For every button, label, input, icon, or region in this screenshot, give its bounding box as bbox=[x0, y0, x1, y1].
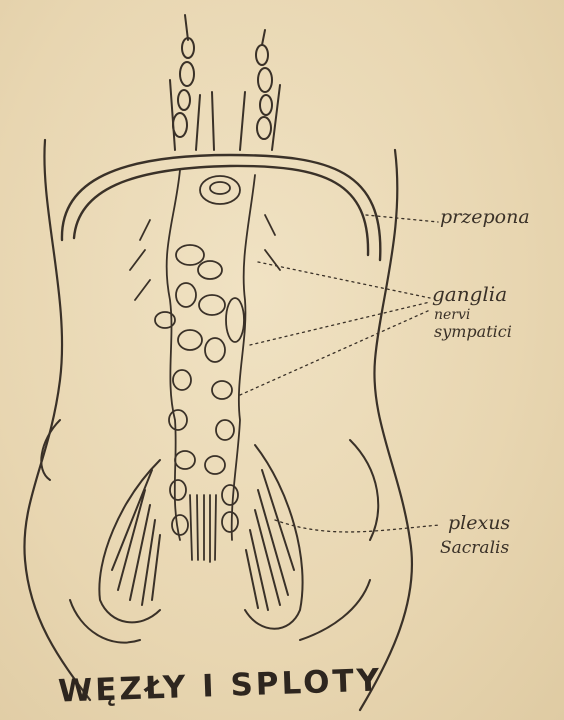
leader-lines bbox=[240, 215, 440, 532]
sympathetic-trunk bbox=[130, 170, 280, 562]
cervical-ganglia bbox=[170, 15, 280, 150]
label-sacralis: Sacralis bbox=[440, 540, 509, 557]
label-ganglia: ganglia bbox=[432, 284, 507, 304]
diaphragm bbox=[62, 155, 380, 260]
label-nervi: nervi bbox=[434, 308, 470, 322]
label-sympatici: sympatici bbox=[434, 324, 512, 340]
label-plexus: plexus bbox=[448, 514, 510, 533]
label-przepona: przepona bbox=[440, 208, 530, 227]
